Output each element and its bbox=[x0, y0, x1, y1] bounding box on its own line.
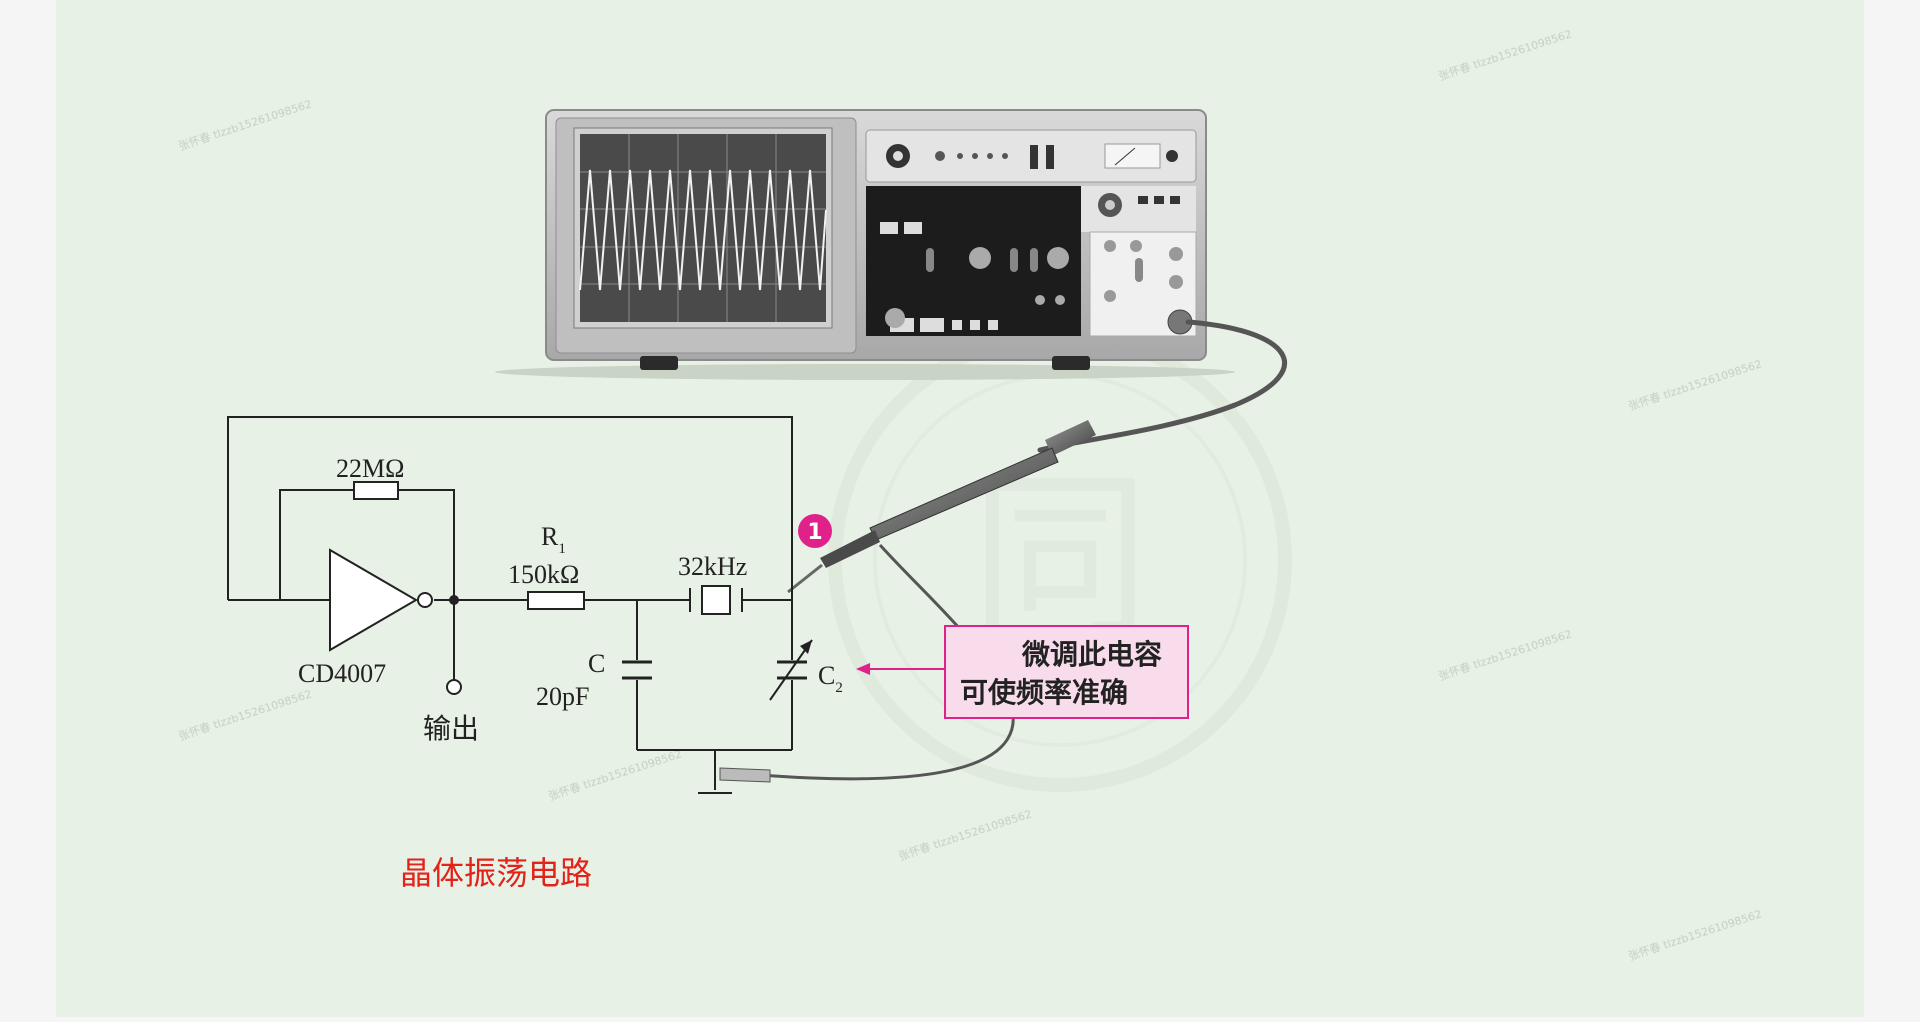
label-cap-c2: C2 bbox=[818, 661, 843, 696]
probe-cable bbox=[1037, 319, 1287, 453]
diagram-caption: 晶体振荡电路 bbox=[400, 854, 592, 892]
label-cd4007: CD4007 bbox=[298, 659, 386, 688]
watermark-text: 张怀春 tlzzb15261098562 bbox=[547, 747, 684, 802]
callout-box: 微调此电容 可使频率准确 bbox=[856, 625, 1189, 719]
capacitor-c bbox=[622, 660, 652, 680]
ground-clip bbox=[719, 767, 771, 783]
watermark-text: 张怀春 tlzzb15261098562 bbox=[177, 97, 314, 152]
oscilloscope bbox=[495, 109, 1235, 380]
label-cap-c-value: 20pF bbox=[536, 682, 589, 711]
resistor-r1 bbox=[527, 591, 585, 610]
label-cap-c: C bbox=[588, 649, 605, 678]
diagram-svg: 同 张怀春 tlzzb15261098562 张怀春 tlzzb15261098… bbox=[177, 27, 1764, 962]
watermark-text: 张怀春 tlzzb15261098562 bbox=[1627, 357, 1764, 412]
watermark-text: 张怀春 tlzzb15261098562 bbox=[1627, 907, 1764, 962]
capacitor-c2-variable bbox=[769, 639, 813, 701]
watermark-text: 张怀春 tlzzb15261098562 bbox=[177, 687, 314, 742]
callout-line-2: 可使频率准确 bbox=[960, 676, 1128, 709]
scope-screen bbox=[580, 134, 826, 322]
callout-line-1: 微调此电容 bbox=[1021, 638, 1162, 671]
scope-grid bbox=[580, 134, 826, 322]
output-terminal bbox=[446, 679, 462, 695]
label-22m: 22MΩ bbox=[336, 454, 404, 483]
watermark-text: 张怀春 tlzzb15261098562 bbox=[1437, 627, 1574, 682]
label-r1-name: R1 bbox=[541, 522, 566, 557]
watermark-text: 张怀春 tlzzb15261098562 bbox=[897, 807, 1034, 862]
crystal-32khz bbox=[701, 585, 731, 615]
label-crystal: 32kHz bbox=[678, 552, 747, 581]
watermark-text: 张怀春 tlzzb15261098562 bbox=[1437, 27, 1574, 82]
marker-1: 1 bbox=[798, 514, 832, 548]
scope-waveform bbox=[579, 169, 827, 291]
circuit-schematic bbox=[227, 416, 793, 790]
marker-number: 1 bbox=[807, 520, 822, 545]
resistor-22m bbox=[353, 481, 399, 500]
label-output: 输出 bbox=[423, 713, 479, 745]
label-r1-value: 150kΩ bbox=[508, 560, 579, 589]
junction-node bbox=[449, 595, 459, 605]
figure-panel: 同 张怀春 tlzzb15261098562 张怀春 tlzzb15261098… bbox=[56, 0, 1864, 1017]
probe bbox=[787, 420, 1096, 594]
inverter-gate bbox=[329, 548, 433, 652]
